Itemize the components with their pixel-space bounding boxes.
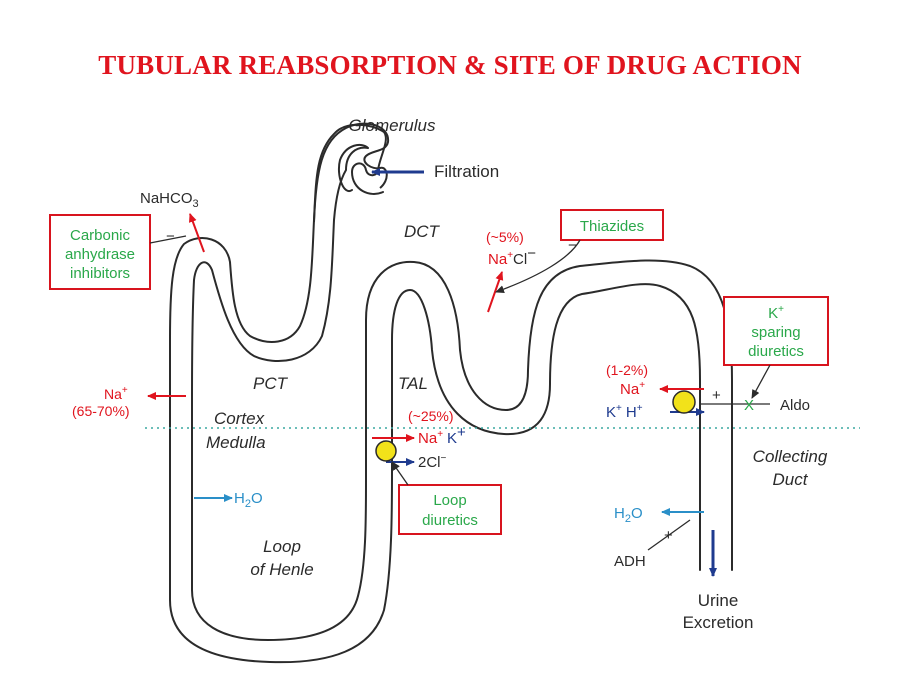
dct-label: DCT [404,222,441,241]
tubule-inner-wall [191,143,733,641]
tal-na-label: Na+K+ [418,424,466,447]
cd-kh-label: K+H+ [606,403,643,421]
dct-percent-label: (~5%) [486,229,524,245]
carbonic-minus: − [166,228,175,245]
adh-line [647,519,691,551]
tubule-outline [169,123,733,664]
glomerulus-label: Glomerulus [349,116,436,135]
thiazides-connector [495,239,581,294]
k-sparing-connector [751,364,771,399]
glomerulus-capsule [313,122,390,223]
k-sparing-box [723,296,829,366]
dct-nacl-arrow [487,271,504,313]
thiazides-minus: − [568,237,577,254]
loop-henle-label-2: of Henle [250,560,313,579]
tal-cl-label: 2Cl− [418,453,447,471]
page-title: TUBULAR REABSORPTION & SITE OF DRUG ACTI… [98,50,802,80]
loop-diuretics-connector [391,461,409,486]
cortex-label: Cortex [214,409,265,428]
loop-diuretics-box [398,484,502,535]
adh-label: ADH [614,553,646,570]
k-sparing-line-3: diuretics [748,343,804,360]
pct-label: PCT [253,374,289,393]
urine-label-1: Urine [698,591,739,610]
urine-label-2: Excretion [683,613,754,632]
carbonic-box-line-3: inhibitors [70,265,130,282]
loop-diuretics-line-2: diuretics [422,512,478,529]
tubule-outer-wall [169,123,701,664]
dct-nacl-label: Na+Cl− [488,245,536,268]
cd-transporter [672,390,696,414]
cd-na-label: Na+ [620,380,645,398]
thiazides-label: Thiazides [580,218,644,235]
carbonic-connector [149,235,187,244]
aldo-label: Aldo [780,397,810,414]
tal-percent-label: (~25%) [408,408,454,424]
cd-percent-label: (1-2%) [606,362,648,378]
pct-water-label: H2O [234,490,263,510]
k-sparing-line-1: K+ [768,304,784,322]
tal-label: TAL [398,374,428,393]
cd-water-label: H2O [614,505,643,525]
loop-henle-label-1: Loop [263,537,301,556]
aldo-x-mark: X [744,397,754,414]
pct-na-label: Na+ [104,385,128,402]
carbonic-box-line-2: anhydrase [65,246,135,263]
thiazides-box [560,209,664,241]
medulla-label: Medulla [206,433,266,452]
collecting-duct-label-1: Collecting [753,447,828,466]
aldo-plus: + [712,387,721,404]
nahco3-label: NaHCO3 [140,190,199,210]
nahco3-arrow [189,213,205,253]
filtration-label: Filtration [434,162,499,181]
k-sparing-line-2: sparing [751,324,800,341]
adh-plus: + [664,527,673,544]
carbonic-box-line-1: Carbonic [70,227,131,244]
carbonic-anhydrase-box [49,214,151,290]
pct-percent-label: (65-70%) [72,403,130,419]
loop-diuretics-line-1: Loop [433,492,466,509]
collecting-duct-label-2: Duct [773,470,809,489]
tal-transporter [375,440,397,462]
